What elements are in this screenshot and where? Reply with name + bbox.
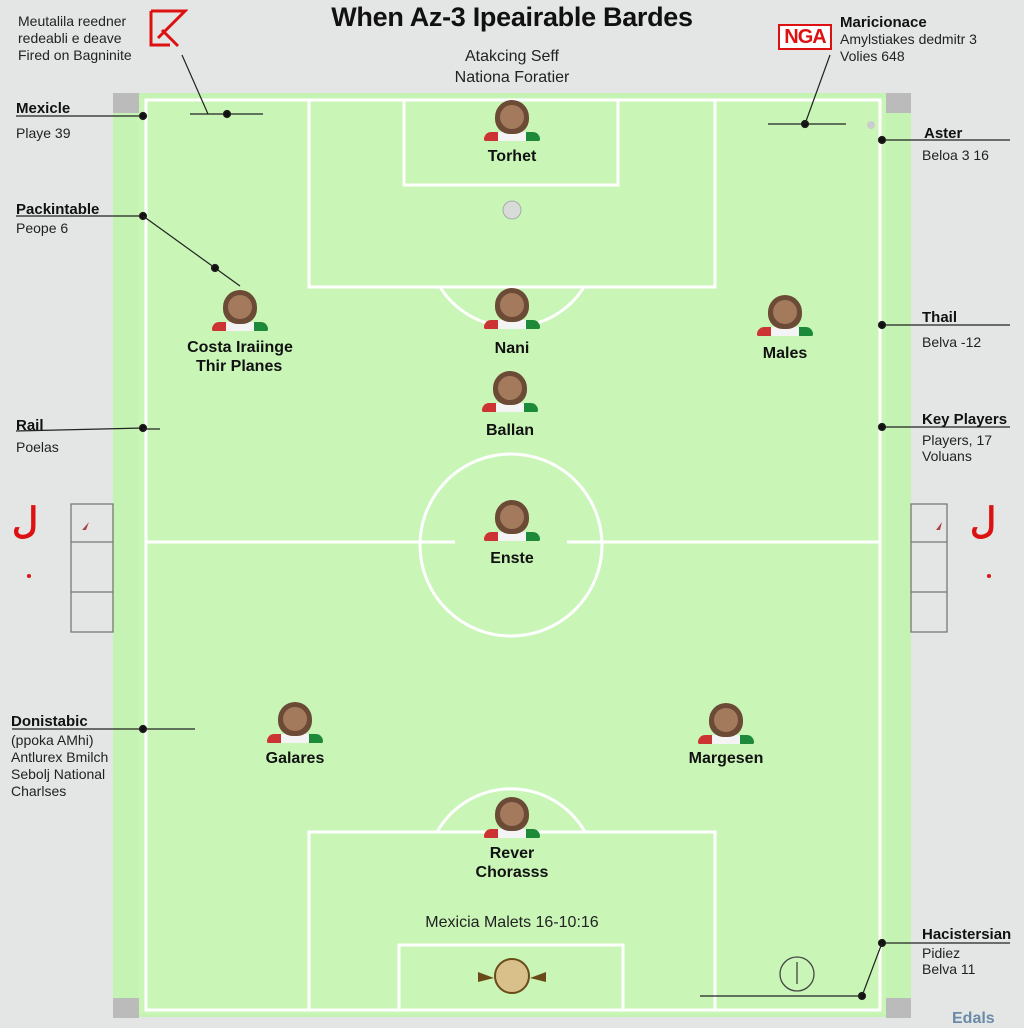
player-shirt bbox=[484, 132, 540, 141]
top-left-note: Meutalila reedner redeabli e deave Fired… bbox=[18, 13, 132, 64]
nga-logo-text: NGA bbox=[784, 26, 826, 48]
player-torhet[interactable]: Torhet bbox=[442, 100, 582, 166]
player-name-line-2: Thir Planes bbox=[196, 358, 283, 375]
player-enste[interactable]: Enste bbox=[442, 500, 582, 568]
note-line: redeabli e deave bbox=[18, 30, 122, 46]
red-logo-icon bbox=[149, 9, 188, 48]
right-label-key-players: Key Players Players, 17 Voluans bbox=[922, 411, 1007, 464]
label-heading: Thail bbox=[922, 309, 958, 326]
player-nani[interactable]: Nani bbox=[442, 288, 582, 358]
player-name: Nani bbox=[494, 340, 530, 357]
label-line: (ppoka AMhi) bbox=[11, 732, 94, 748]
player-photo bbox=[495, 288, 529, 322]
right-label-aster: Aster Beloa 3 16 bbox=[922, 125, 989, 163]
player-shirt bbox=[267, 734, 323, 743]
left-label-rail: Rail Poelas bbox=[16, 417, 59, 455]
player-name: Rever bbox=[489, 845, 535, 862]
player-shirt bbox=[212, 322, 268, 331]
player-name: Torhet bbox=[487, 148, 537, 165]
pitch-field bbox=[138, 98, 886, 1014]
label-heading: Aster bbox=[924, 125, 963, 142]
label-text: Belva -12 bbox=[922, 334, 982, 350]
note-heading: Maricionace bbox=[840, 14, 927, 31]
player-margesen[interactable]: Margesen bbox=[656, 703, 796, 768]
label-text: Poelas bbox=[16, 439, 59, 455]
right-label-hacistersian: Hacistersian Pidiez Belva 11 bbox=[922, 926, 1011, 977]
player-galares[interactable]: Galares bbox=[225, 702, 365, 768]
left-label-donistabic: Donistabic (ppoka AMhi) Antlurex Bmilch … bbox=[11, 713, 108, 800]
player-shirt bbox=[484, 829, 540, 838]
bottom-caption: Mexicia Malets 16-10:16 bbox=[425, 914, 599, 931]
note-line: Volies 648 bbox=[840, 48, 905, 64]
player-name: Margesen bbox=[688, 750, 764, 767]
player-name: Enste bbox=[490, 550, 534, 567]
label-heading: Donistabic bbox=[11, 713, 88, 730]
label-line: Pidiez bbox=[922, 945, 961, 961]
player-photo bbox=[493, 371, 527, 405]
player-photo bbox=[495, 797, 529, 831]
player-shirt bbox=[757, 327, 813, 336]
left-label-packintable: Packintable Peope 6 bbox=[16, 201, 99, 236]
note-line: Fired on Bagninite bbox=[18, 47, 132, 63]
player-name: Ballan bbox=[485, 422, 534, 439]
player-name: Galares bbox=[265, 750, 325, 767]
player-photo bbox=[495, 100, 529, 134]
side-dot-right bbox=[987, 574, 991, 578]
note-line: Amylstiakes dedmitr 3 bbox=[840, 31, 977, 47]
diagram-title: When Az-3 Ipeairable Bardes bbox=[331, 2, 693, 32]
label-line: Belva 11 bbox=[922, 961, 976, 977]
player-shirt bbox=[484, 320, 540, 329]
label-line: Sebolj National bbox=[11, 766, 106, 782]
label-text: Playe 39 bbox=[16, 125, 71, 141]
subtitle-line-1: Atakcing Seff bbox=[465, 48, 559, 65]
label-heading: Mexicle bbox=[16, 100, 71, 117]
label-line: Voluans bbox=[922, 448, 972, 464]
watermark: Edals bbox=[952, 1010, 995, 1027]
player-photo bbox=[495, 500, 529, 534]
label-heading: Key Players bbox=[922, 411, 1008, 428]
player-name: Males bbox=[762, 345, 808, 362]
player-shirt bbox=[698, 735, 754, 744]
right-label-thail: Thail Belva -12 bbox=[922, 309, 981, 350]
label-text: Peope 6 bbox=[16, 220, 69, 236]
player-name: Costa Iraiinge bbox=[187, 339, 293, 356]
label-line: Antlurex Bmilch bbox=[11, 749, 109, 765]
player-photo bbox=[223, 290, 257, 324]
player-costa-iraiinge[interactable]: Costa Iraiinge Thir Planes bbox=[178, 290, 302, 376]
side-mark-left: ل bbox=[12, 500, 39, 541]
label-heading: Hacistersian bbox=[922, 926, 1012, 943]
label-heading: Packintable bbox=[16, 201, 100, 218]
label-text: Beloa 3 16 bbox=[922, 147, 989, 163]
label-line: Players, 17 bbox=[922, 432, 993, 448]
player-shirt bbox=[482, 403, 538, 412]
label-line: Charlses bbox=[11, 783, 67, 799]
player-ballan[interactable]: Ballan bbox=[440, 371, 580, 440]
player-males[interactable]: Males bbox=[715, 295, 855, 363]
side-dot-left bbox=[27, 574, 31, 578]
side-mark-right: ل bbox=[970, 500, 997, 541]
player-rever[interactable]: Rever Chorasss bbox=[442, 797, 582, 882]
nga-logo: NGA bbox=[778, 22, 832, 52]
label-heading: Rail bbox=[16, 417, 44, 434]
player-photo bbox=[768, 295, 802, 329]
player-photo bbox=[278, 702, 312, 736]
top-right-note: Maricionace Amylstiakes dedmitr 3 Volies… bbox=[840, 14, 977, 65]
player-photo bbox=[709, 703, 743, 737]
player-shirt bbox=[484, 532, 540, 541]
note-line: Meutalila reedner bbox=[18, 13, 127, 29]
player-name-line-2: Chorasss bbox=[475, 864, 549, 881]
subtitle-line-2: Nationa Foratier bbox=[454, 69, 570, 86]
left-label-mexicle: Mexicle Playe 39 bbox=[16, 100, 70, 141]
